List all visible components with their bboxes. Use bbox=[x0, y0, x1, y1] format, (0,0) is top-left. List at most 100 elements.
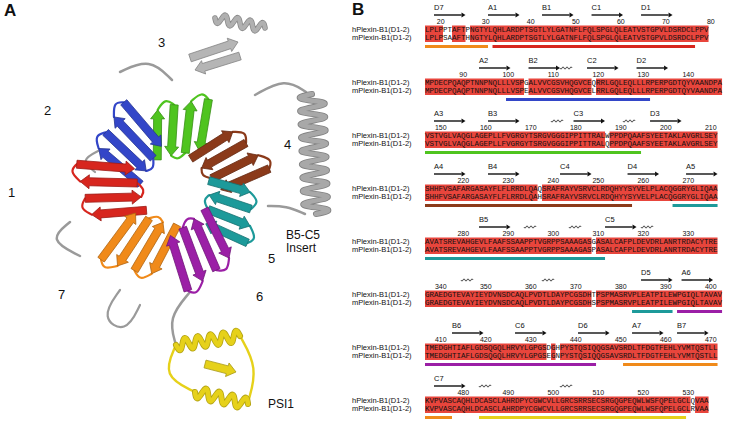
residue-number: 490 bbox=[502, 389, 514, 396]
helix-glyph bbox=[623, 120, 635, 122]
panel-letter: B bbox=[352, 1, 364, 18]
residue-number: 230 bbox=[502, 177, 514, 184]
secondary-structure-label: A2 bbox=[479, 57, 488, 65]
blade-number: 6 bbox=[256, 290, 263, 303]
sequence-line: SHHFVSAFARGASAYFLFLRRDLQAQSRAFRAYVSRVCLR… bbox=[425, 185, 718, 193]
sequence-line: VSTVGLVAQGLAGEPLLFVGRGYTSRGVGGGIPPITTRAL… bbox=[425, 140, 718, 148]
secondary-structure-label: A6 bbox=[682, 269, 691, 277]
blade-number: 4 bbox=[284, 138, 291, 151]
strand-arrow bbox=[462, 384, 466, 389]
strand-arrow bbox=[434, 120, 462, 121]
propeller-blade-strand bbox=[92, 206, 147, 221]
strand-arrow bbox=[543, 331, 547, 336]
strand-arrow bbox=[578, 332, 606, 333]
sequence-name: hPlexin-B1(D1-2) bbox=[352, 26, 410, 34]
residue-number: 140 bbox=[682, 71, 694, 78]
residue-number: 390 bbox=[660, 283, 672, 290]
secondary-structure-label: D3 bbox=[650, 110, 660, 118]
strand-arrow bbox=[588, 172, 592, 177]
strand-arrow bbox=[462, 13, 466, 18]
strand-arrow bbox=[592, 14, 620, 15]
strand-arrow bbox=[462, 172, 466, 177]
residue-number: 330 bbox=[682, 230, 694, 237]
strand-arrow bbox=[601, 119, 605, 124]
strand-arrow bbox=[705, 331, 709, 336]
blade-bar bbox=[425, 204, 632, 207]
blade-number: 5 bbox=[268, 252, 275, 265]
sequence-name: hPlexin-B1(D1-2) bbox=[352, 238, 410, 246]
ribbon-loop bbox=[240, 336, 254, 402]
strand-arrow bbox=[434, 173, 462, 174]
blade-number: 7 bbox=[58, 288, 65, 301]
beta-strand bbox=[204, 360, 236, 376]
residue-number: 120 bbox=[592, 71, 604, 78]
sequence-line: MPDECPQAQPTNNPNQLLLVSPEALVVCGSVHQGVCELRR… bbox=[425, 87, 722, 95]
blade-bar bbox=[493, 45, 696, 48]
strand-arrow bbox=[488, 173, 516, 174]
residue-number: 300 bbox=[547, 230, 559, 237]
strand-arrow bbox=[655, 172, 659, 177]
strand-arrow bbox=[479, 67, 507, 68]
alpha-helix bbox=[215, 15, 265, 31]
residue-number: 60 bbox=[617, 18, 625, 25]
strand-arrow bbox=[686, 173, 714, 174]
blade-bar bbox=[673, 204, 718, 207]
secondary-structure-label: D1 bbox=[641, 4, 651, 12]
sequence-name: mPlexin-B1(D1-2) bbox=[352, 193, 412, 201]
secondary-structure-label: A3 bbox=[434, 110, 443, 118]
sequence-line: AVATSREVAHGEVLFAAFSSAAPPTVGRPPSAAAGASGAS… bbox=[425, 238, 718, 246]
secondary-structure-label: D5 bbox=[641, 269, 651, 277]
secondary-structure-label: C6 bbox=[515, 322, 525, 330]
residue-number: 340 bbox=[435, 283, 447, 290]
residue-number: 20 bbox=[437, 18, 445, 25]
sequence-name: mPlexin-B1(D1-2) bbox=[352, 299, 412, 307]
secondary-structure-label: A5 bbox=[686, 163, 695, 171]
strand-arrow bbox=[542, 14, 570, 15]
sequence-name: mPlexin-B1(D1-2) bbox=[352, 405, 412, 413]
blade-number: 3 bbox=[158, 36, 165, 49]
alpha-helix bbox=[176, 331, 240, 350]
residue-number: 530 bbox=[682, 389, 694, 396]
sequence-name: hPlexin-B1(D1-2) bbox=[352, 344, 410, 352]
secondary-structure-label: B2 bbox=[529, 57, 538, 65]
helix-glyph bbox=[560, 385, 572, 387]
strand-arrow bbox=[714, 172, 718, 177]
blade-bar bbox=[425, 45, 488, 48]
residue-number: 160 bbox=[480, 124, 492, 131]
strand-arrow bbox=[434, 14, 462, 15]
strand-arrow bbox=[641, 14, 669, 15]
residue-number: 400 bbox=[705, 283, 717, 290]
residue-number: 130 bbox=[637, 71, 649, 78]
strand-arrow bbox=[587, 67, 615, 68]
residue-number: 510 bbox=[592, 389, 604, 396]
ribbon-loop bbox=[268, 206, 305, 214]
propeller-blade-strand bbox=[85, 190, 141, 204]
alpha-helix bbox=[176, 331, 240, 350]
domain-label: B5-C5 Insert bbox=[286, 229, 338, 255]
strand-arrow bbox=[560, 173, 588, 174]
residue-number: 40 bbox=[527, 18, 535, 25]
strand-arrow bbox=[574, 120, 602, 121]
propeller-blade-strand bbox=[131, 222, 164, 272]
secondary-structure-label: B4 bbox=[488, 163, 497, 171]
alpha-helix bbox=[300, 94, 329, 214]
residue-number: 370 bbox=[570, 283, 582, 290]
strand-arrow bbox=[669, 13, 673, 18]
residue-number: 170 bbox=[525, 124, 537, 131]
secondary-structure-label: C5 bbox=[605, 216, 615, 224]
sequence-line: AVATSREVAHGEVLFAAFSSAAPPTVGRPPSAAAGASPAS… bbox=[425, 246, 718, 254]
residue-number: 420 bbox=[480, 336, 492, 343]
sequence-name: hPlexin-B1(D1-2) bbox=[352, 132, 410, 140]
strand-arrow bbox=[628, 173, 656, 174]
strand-arrow bbox=[452, 332, 480, 333]
sequence-name: mPlexin-B1(D1-2) bbox=[352, 34, 412, 42]
blade-bar bbox=[506, 98, 650, 101]
residue-number: 50 bbox=[572, 18, 580, 25]
strand-arrow bbox=[709, 278, 713, 283]
strand-arrow bbox=[615, 66, 619, 71]
residue-number: 310 bbox=[592, 230, 604, 237]
residue-number: 200 bbox=[660, 124, 672, 131]
sequence-line: TMEDGHTIAFLGDSQGQLHRVYLGPGSEGNPYSTQSIQQG… bbox=[425, 352, 718, 360]
strand-arrow bbox=[605, 226, 633, 227]
